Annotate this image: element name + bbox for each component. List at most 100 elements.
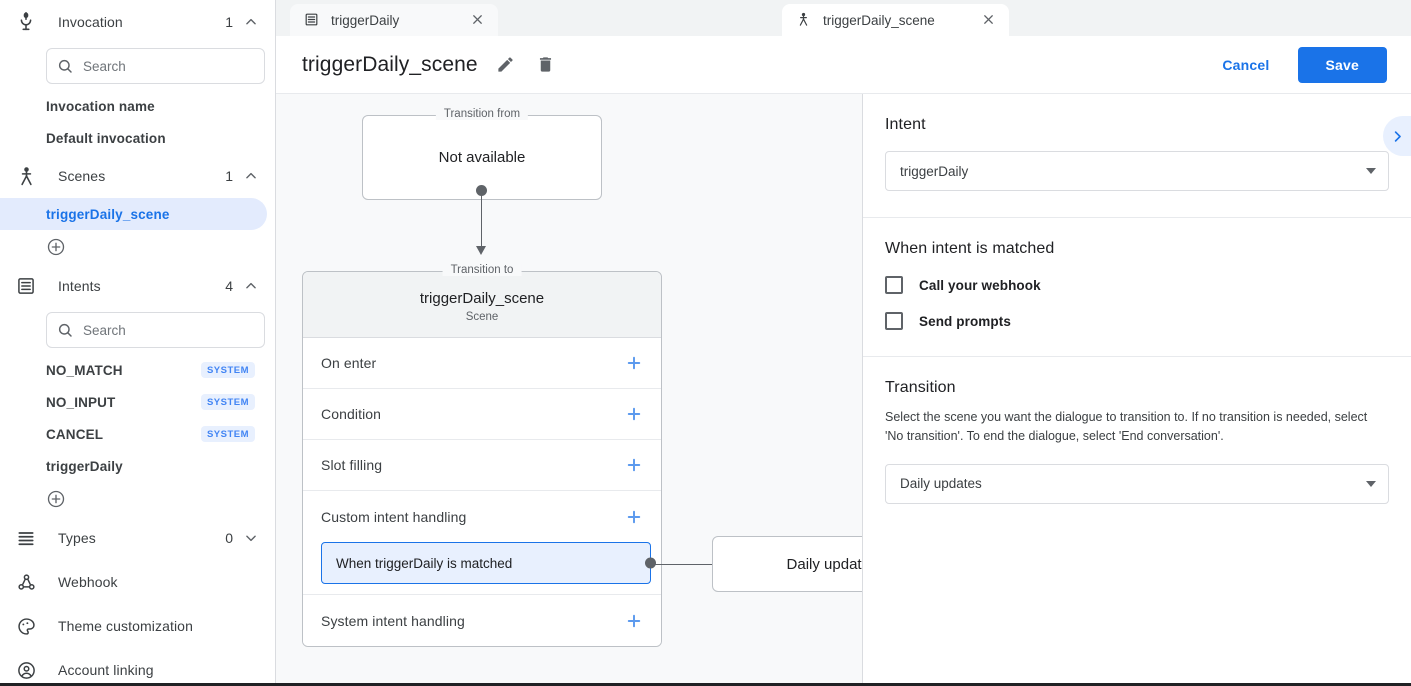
scene-row-slot-filling[interactable]: Slot filling <box>303 440 661 491</box>
intents-search-input[interactable] <box>83 322 254 338</box>
scene-icon <box>14 164 38 188</box>
intents-icon <box>14 274 38 298</box>
chevron-right-icon[interactable] <box>1383 116 1411 156</box>
edge-horizontal-line <box>647 564 722 565</box>
tab-strip: triggerDaily triggerDaily_scene <box>276 0 1411 36</box>
sidebar-group-label: Invocation <box>58 14 123 30</box>
sidebar-item-cancel[interactable]: CANCEL SYSTEM <box>0 418 267 450</box>
sidebar-item-label: Account linking <box>58 662 154 678</box>
sidebar-item-invocation-name[interactable]: Invocation name <box>0 90 267 122</box>
scene-row-label: System intent handling <box>321 612 465 629</box>
status-badge: SYSTEM <box>200 362 255 378</box>
chevron-up-icon[interactable] <box>243 168 259 184</box>
types-icon <box>14 526 38 550</box>
scene-row-system-intent-handling[interactable]: System intent handling <box>303 595 661 646</box>
tab-triggerdaily-scene[interactable]: triggerDaily_scene <box>782 4 1009 36</box>
sidebar-item-label: triggerDaily_scene <box>46 206 170 222</box>
transition-select[interactable]: Daily updates <box>885 463 1389 504</box>
sidebar-item-triggerdaily-scene[interactable]: triggerDaily_scene <box>0 198 267 230</box>
scene-row-label: Slot filling <box>321 457 383 473</box>
sidebar-item-label: CANCEL <box>46 426 104 442</box>
panel-section-intent: Intent triggerDaily <box>863 94 1411 218</box>
checkbox-label: Send prompts <box>919 313 1011 329</box>
sidebar-item-theme-customization[interactable]: Theme customization <box>0 604 275 648</box>
sidebar-item-default-invocation[interactable]: Default invocation <box>0 122 267 154</box>
panel-transition-description: Select the scene you want the dialogue t… <box>885 410 1368 444</box>
add-circle-icon[interactable] <box>46 237 66 257</box>
sidebar-item-account-linking[interactable]: Account linking <box>0 648 275 683</box>
checkbox-row-send-prompts[interactable]: Send prompts <box>885 312 1389 330</box>
close-icon[interactable] <box>981 12 997 28</box>
sidebar-group-count: 0 <box>225 530 233 546</box>
invocation-search-box[interactable] <box>46 48 265 84</box>
panel-heading-transition: Transition <box>885 379 956 396</box>
page-title: triggerDaily_scene <box>302 52 478 76</box>
microphone-icon <box>14 10 38 34</box>
scene-node-name: triggerDaily_scene <box>419 290 545 307</box>
intents-search-box[interactable] <box>46 312 265 348</box>
scene-icon <box>796 12 812 28</box>
header-actions: Cancel Save <box>1206 46 1387 83</box>
panel-section-transition: Transition Select the scene you want the… <box>863 357 1411 530</box>
chevron-down-icon <box>1366 480 1376 487</box>
sidebar-item-label: triggerDaily <box>46 458 123 474</box>
account-icon <box>14 658 38 682</box>
plus-icon[interactable] <box>625 354 643 372</box>
chevron-up-icon[interactable] <box>243 14 259 30</box>
plus-icon[interactable] <box>625 405 643 423</box>
edge-vertical-line <box>481 194 482 252</box>
scene-row-on-enter[interactable]: On enter <box>303 338 661 389</box>
add-circle-icon[interactable] <box>46 489 66 509</box>
scene-row-label: On enter <box>321 355 377 371</box>
add-scene-row[interactable] <box>0 230 275 264</box>
trash-icon[interactable] <box>536 55 556 75</box>
edge-source-dot <box>476 185 487 196</box>
scene-row-custom-intent-handling[interactable]: Custom intent handling <box>303 491 661 542</box>
sidebar-item-no-input[interactable]: NO_INPUT SYSTEM <box>0 386 267 418</box>
transition-from-legend: Transition from <box>435 108 529 120</box>
sidebar-item-label: Theme customization <box>58 618 193 634</box>
cancel-button[interactable]: Cancel <box>1206 48 1285 82</box>
plus-icon[interactable] <box>625 508 643 526</box>
search-icon <box>57 322 73 338</box>
properties-panel: Intent triggerDaily When intent is match… <box>862 94 1411 683</box>
plus-icon[interactable] <box>625 612 643 630</box>
save-button[interactable]: Save <box>1297 46 1387 83</box>
sidebar-item-label: Default invocation <box>46 130 166 146</box>
checkbox-call-webhook[interactable] <box>885 276 903 294</box>
sidebar-item-label: NO_INPUT <box>46 394 116 410</box>
chevron-down-icon <box>1366 168 1376 174</box>
sidebar-item-webhook[interactable]: Webhook <box>0 560 275 604</box>
pencil-icon[interactable] <box>496 55 516 75</box>
chevron-down-icon[interactable] <box>243 530 259 546</box>
sidebar-group-invocation[interactable]: Invocation 1 <box>0 0 275 44</box>
chevron-up-icon[interactable] <box>243 278 259 294</box>
scene-graph-canvas[interactable]: Transition from Not available Transition… <box>276 94 863 683</box>
panel-heading-when-matched: When intent is matched <box>885 240 1055 257</box>
intent-handler-block: When triggerDaily is matched <box>303 542 661 595</box>
intent-handler-chip[interactable]: When triggerDaily is matched <box>321 542 656 584</box>
sidebar-item-label: Invocation name <box>46 98 155 114</box>
sidebar-item-triggerdaily[interactable]: triggerDaily <box>0 450 267 482</box>
sidebar-group-count: 4 <box>225 278 233 294</box>
sidebar-group-types[interactable]: Types 0 <box>0 516 275 560</box>
plus-icon[interactable] <box>625 456 643 474</box>
intent-select[interactable]: triggerDaily <box>885 151 1389 191</box>
transition-target-node[interactable]: Transition to Daily updates <box>712 536 863 592</box>
close-icon[interactable] <box>470 12 486 28</box>
status-badge: SYSTEM <box>200 394 255 410</box>
sidebar-group-intents[interactable]: Intents 4 <box>0 264 275 308</box>
scene-node-card[interactable]: Transition to triggerDaily_scene Scene O… <box>302 264 662 647</box>
tab-triggerdaily[interactable]: triggerDaily <box>290 4 498 36</box>
checkbox-send-prompts[interactable] <box>885 312 903 330</box>
sidebar-item-no-match[interactable]: NO_MATCH SYSTEM <box>0 354 267 386</box>
scene-row-condition[interactable]: Condition <box>303 389 661 440</box>
add-intent-row[interactable] <box>0 482 275 516</box>
invocation-search-input[interactable] <box>83 58 254 74</box>
webhook-icon <box>14 570 38 594</box>
sidebar-item-label: Webhook <box>58 574 118 590</box>
sidebar-item-label: NO_MATCH <box>46 362 123 378</box>
checkbox-row-call-webhook[interactable]: Call your webhook <box>885 276 1389 294</box>
sidebar-group-scenes[interactable]: Scenes 1 <box>0 154 275 198</box>
